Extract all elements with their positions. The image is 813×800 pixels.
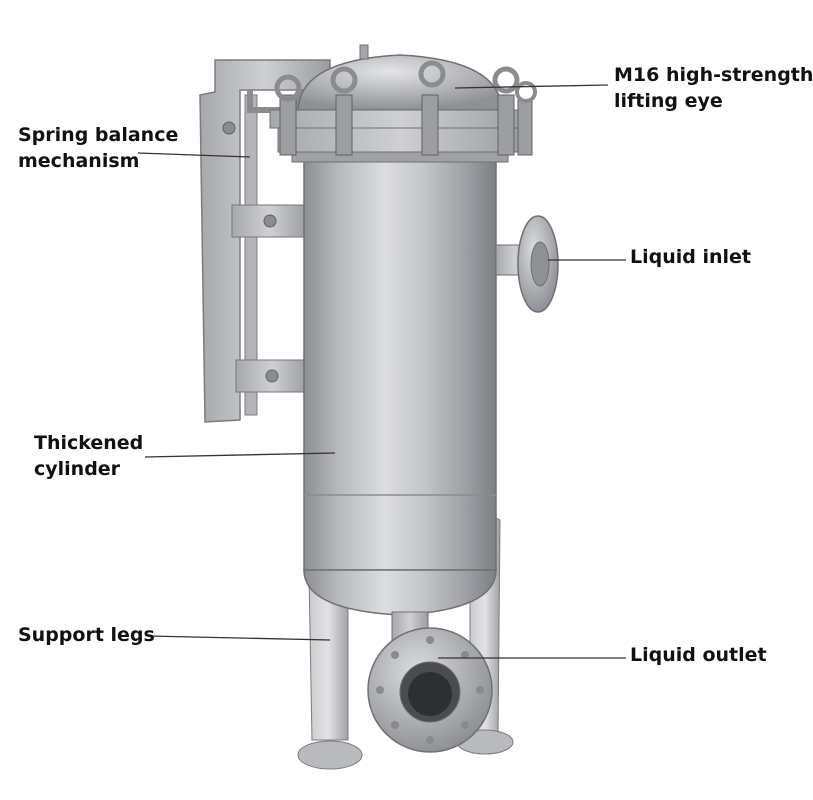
label-thickened-cylinder-line2: cylinder [34,458,121,480]
leader-line-spring-balance [137,152,251,158]
label-liquid-outlet-line1: Liquid outlet [630,644,767,666]
label-liquid-inlet: Liquid inlet [630,244,751,270]
spring-balance-mechanism [199,59,331,423]
label-thickened-cylinder-line1: Thickened [34,432,144,454]
label-lifting-eye: M16 high-strength lifting eye [614,62,813,114]
label-liquid-outlet: Liquid outlet [630,642,767,668]
label-spring-balance: Spring balance mechanism [18,122,178,174]
label-lifting-eye-line1: M16 high-strength [614,64,813,86]
leader-line-thickened-cylinder [144,452,336,458]
label-support-legs-line1: Support legs [18,624,155,646]
label-spring-balance-line1: Spring balance [18,124,179,146]
leader-line-support-legs [147,635,331,641]
leader-lines [137,84,626,659]
label-liquid-inlet-line1: Liquid inlet [630,246,751,268]
leader-line-lifting-eye [454,84,609,89]
liquid-outlet [367,611,493,753]
label-thickened-cylinder: Thickened cylinder [34,430,143,482]
thickened-cylinder [303,149,497,616]
label-support-legs: Support legs [18,622,155,648]
lifting-eyes [274,60,537,103]
label-spring-balance-line2: mechanism [18,150,140,172]
label-lifting-eye-line2: lifting eye [614,90,723,112]
liquid-inlet [495,215,559,313]
